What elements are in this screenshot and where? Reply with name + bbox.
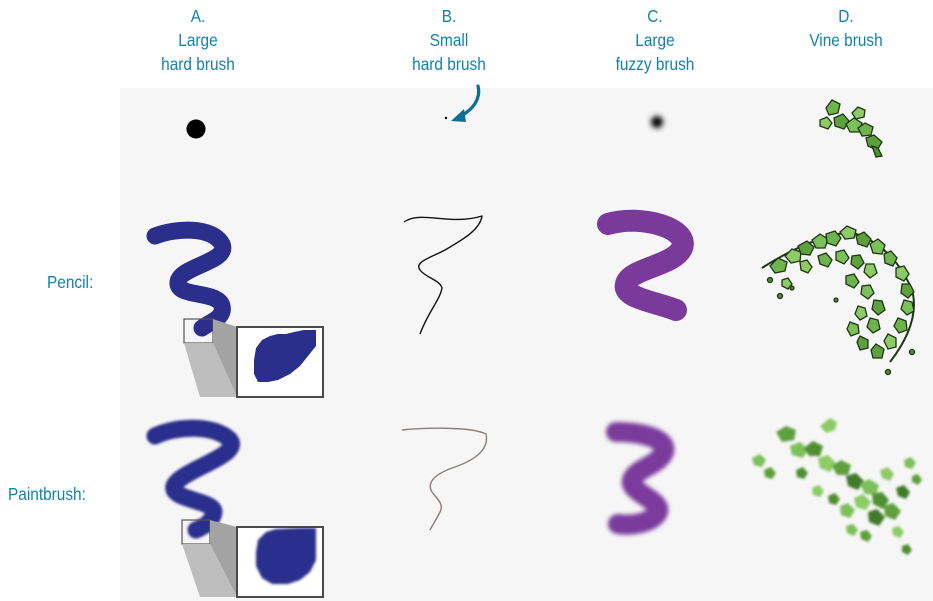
column-b-line2: hard brush <box>412 54 486 74</box>
column-c-letter: C. <box>647 6 663 26</box>
pencil-zoom-connector <box>213 319 237 397</box>
column-a-heading: A. Large hard brush <box>128 4 269 76</box>
paintbrush-zoom-connector-lower <box>182 544 237 597</box>
paintbrush-large-fuzzy-stroke <box>606 422 675 535</box>
column-b-letter: B. <box>441 6 457 26</box>
paintbrush-vine-stroke <box>752 418 922 555</box>
column-d-line1: Vine brush <box>809 30 883 50</box>
paintbrush-large-hard-stroke <box>146 419 241 539</box>
column-d-letter: D. <box>838 6 854 26</box>
column-b-heading: B. Small hard brush <box>379 4 520 76</box>
row-paintbrush-label: Paintbrush: <box>8 484 86 504</box>
pencil-zoom-connector-lower <box>184 343 237 397</box>
row-pencil-label: Pencil: <box>47 272 94 292</box>
pointer-arrow <box>451 84 481 122</box>
column-c-heading: C. Large fuzzy brush <box>585 4 726 76</box>
column-d-heading: D. Vine brush <box>776 4 917 52</box>
pencil-vine-stroke <box>761 225 916 376</box>
column-c-line2: fuzzy brush <box>615 54 695 74</box>
pencil-large-fuzzy-stroke <box>597 209 694 321</box>
paintbrush-zoom-detail <box>256 528 316 584</box>
column-a-letter: A. <box>190 6 206 26</box>
pencil-small-hard-stroke <box>403 215 483 335</box>
pencil-large-hard-stroke <box>146 221 232 337</box>
pencil-zoom-detail <box>254 330 316 382</box>
vine-brush-tip <box>819 99 883 158</box>
paintbrush-zoom-connector <box>210 520 237 597</box>
small-hard-brush-tip <box>444 116 448 120</box>
column-a-line2: hard brush <box>161 54 235 74</box>
column-b-line1: Small <box>429 30 469 50</box>
large-fuzzy-brush-tip <box>651 116 663 128</box>
column-c-line1: Large <box>635 30 675 50</box>
paintbrush-small-hard-stroke <box>401 427 488 531</box>
column-a-line1: Large <box>178 30 218 50</box>
large-hard-brush-tip <box>186 119 206 139</box>
